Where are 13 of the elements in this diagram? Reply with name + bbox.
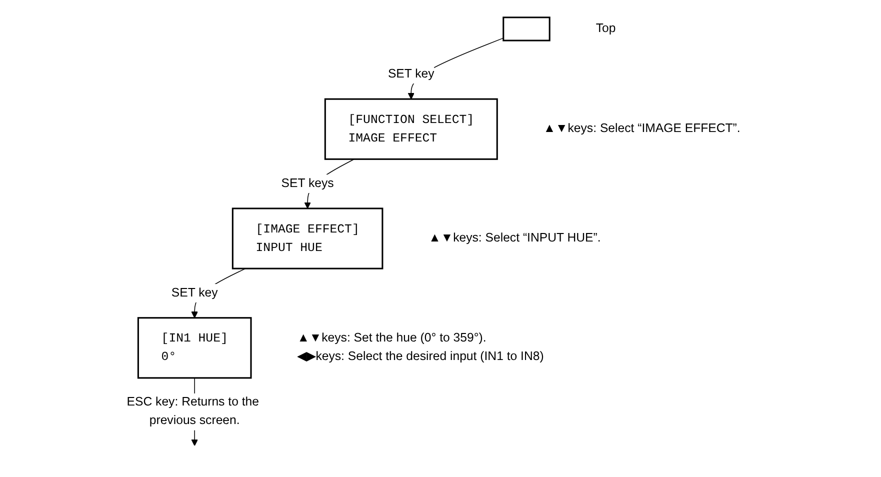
node-box (502, 16, 550, 42)
node-label: ▲▼keys: Set the hue (0° to 359°). (297, 332, 486, 345)
edge-label: SET keys (281, 176, 334, 190)
node-box: [FUNCTION SELECT] IMAGE EFFECT (324, 98, 498, 160)
node-box: [IMAGE EFFECT] INPUT HUE (232, 208, 384, 270)
node-label: ▲▼keys: Select “INPUT HUE”. (428, 232, 601, 245)
edge-label: SET key (171, 286, 218, 300)
node-label: ◀▶keys: Select the desired input (IN1 to IN8) (297, 350, 544, 364)
edge-label: SET key (388, 67, 434, 81)
edge-label: ESC key: Returns to the previous screen. (126, 396, 259, 428)
node-label: ▲▼keys: Select “IMAGE EFFECT”. (543, 122, 740, 136)
node-box: [IN1 HUE] 0° (137, 317, 252, 379)
node-label: Top (596, 22, 616, 36)
